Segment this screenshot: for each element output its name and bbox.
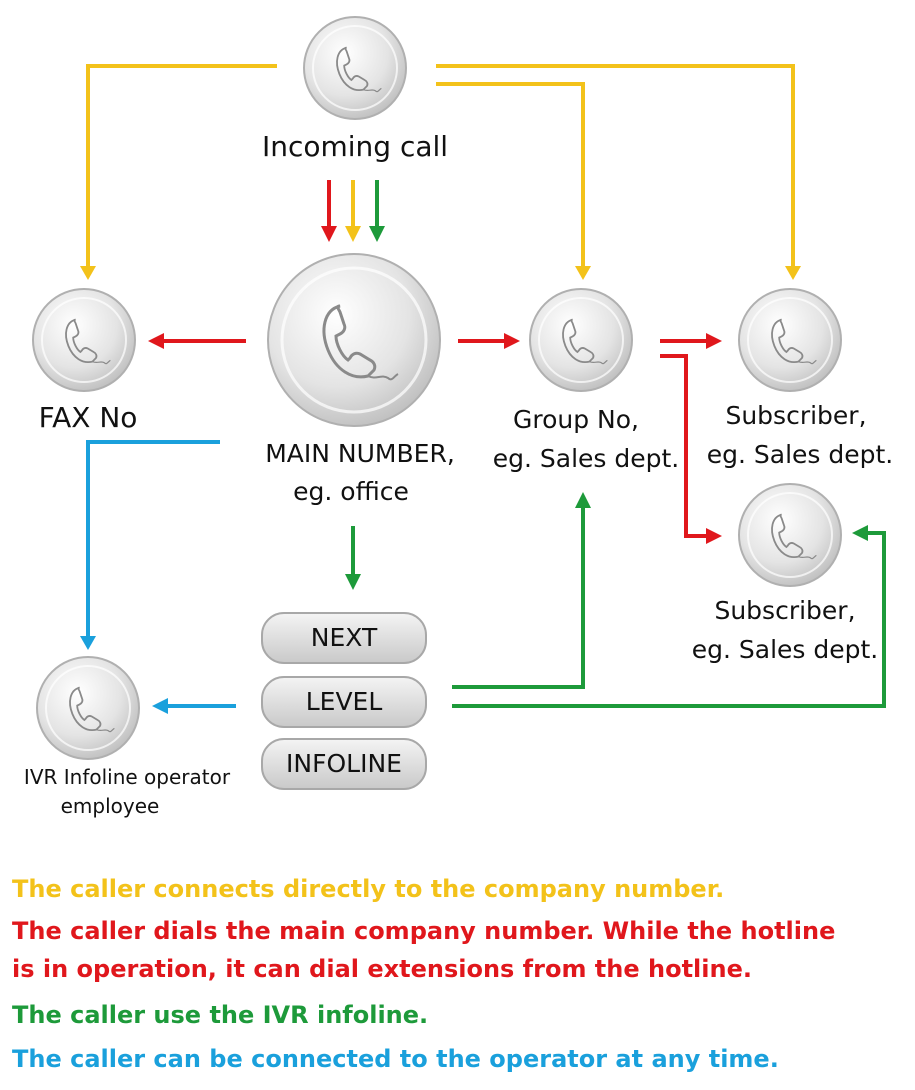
legend-red-text-line1: The caller dials the main company number…	[12, 917, 836, 945]
legend-red: The caller dials the main company number…	[12, 912, 872, 988]
blue-connection-menu-to-operator	[152, 698, 236, 714]
yellow-connection-to-subscriber	[436, 64, 801, 280]
incoming-call-label: Incoming call	[262, 130, 448, 163]
legend-green-text: The caller use the IVR infoline.	[12, 1001, 429, 1029]
infoline-button[interactable]: INFOLINE	[261, 738, 427, 790]
red-connection-to-group	[458, 333, 520, 349]
legend-yellow: The caller connects directly to the comp…	[12, 870, 724, 908]
legend-blue: The caller can be connected to the opera…	[12, 1040, 779, 1078]
down-arrow-red	[321, 180, 337, 242]
incoming-call-phone-icon	[303, 16, 407, 120]
level-button[interactable]: LEVEL	[261, 676, 427, 728]
level-button-label: LEVEL	[306, 687, 383, 716]
main-number-label-line2: eg. office	[293, 477, 409, 506]
red-connection-to-subscriber-1	[660, 333, 722, 349]
next-button-label: NEXT	[311, 623, 378, 652]
ivr-operator-label-line1: IVR Infoline operator	[24, 765, 231, 789]
call-flow-diagram: NEXT LEVEL INFOLINE Incoming call FAX No…	[24, 16, 894, 818]
green-connection-to-menu	[345, 526, 361, 590]
red-connection-to-subscriber-2	[660, 354, 722, 544]
legend-yellow-text: The caller connects directly to the comp…	[12, 875, 725, 903]
ivr-operator-label-line2: employee	[61, 794, 160, 818]
subscriber-2-label-line2: eg. Sales dept.	[692, 635, 879, 664]
fax-no-label: FAX No	[39, 401, 138, 434]
ivr-operator-phone-icon	[36, 656, 140, 760]
green-connection-to-group	[452, 492, 591, 689]
fax-phone-icon	[32, 288, 136, 392]
legend-red-text-line2: is in operation, it can dial extensions …	[12, 955, 752, 983]
next-button[interactable]: NEXT	[261, 612, 427, 664]
subscriber-1-label-line1: Subscriber,	[725, 401, 866, 430]
group-no-label-line2: eg. Sales dept.	[493, 444, 680, 473]
legend-blue-text: The caller can be connected to the opera…	[12, 1045, 779, 1073]
yellow-connection-to-group	[436, 82, 591, 280]
subscriber-2-phone-icon	[738, 483, 842, 587]
yellow-connection-to-fax	[80, 64, 277, 280]
group-no-label-line1: Group No,	[513, 405, 639, 434]
infoline-button-label: INFOLINE	[286, 749, 402, 778]
main-number-phone-icon	[267, 253, 441, 427]
main-number-label-line1: MAIN NUMBER,	[265, 439, 455, 468]
subscriber-2-label-line1: Subscriber,	[714, 596, 855, 625]
subscriber-1-phone-icon	[738, 288, 842, 392]
down-arrow-green	[369, 180, 385, 242]
legend-green: The caller use the IVR infoline.	[12, 996, 428, 1034]
green-connection-to-subscriber-2	[452, 525, 886, 708]
group-phone-icon	[529, 288, 633, 392]
down-arrow-yellow	[345, 180, 361, 242]
red-connection-to-fax	[148, 333, 246, 349]
blue-connection-to-operator	[80, 440, 220, 650]
subscriber-1-label-line2: eg. Sales dept.	[707, 440, 894, 469]
